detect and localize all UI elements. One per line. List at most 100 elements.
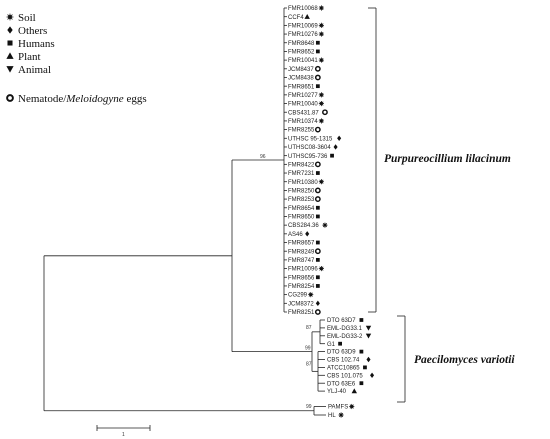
taxon-label: FMR8652 <box>288 50 315 56</box>
taxon-label: FMR10096 <box>288 267 318 273</box>
soil-marker-icon <box>318 100 324 107</box>
legend-label-suffix: eggs <box>124 93 147 105</box>
taxon-label: FMR10040 <box>288 102 318 108</box>
legend-label-text: Nematode/ <box>18 93 67 105</box>
others-marker-icon <box>366 356 371 363</box>
soil-marker-icon <box>318 118 324 124</box>
taxon-label: CBS284.36 <box>288 223 319 229</box>
humans-marker-icon <box>315 40 320 45</box>
soil-marker-icon <box>318 31 324 37</box>
taxon-label: FMR10277 <box>288 93 318 99</box>
taxon-label: UTHSC08-3604 <box>288 145 331 151</box>
humans-marker-icon <box>315 49 320 54</box>
legend-label-humans: Humans <box>18 38 55 50</box>
humans-marker-icon <box>315 171 320 175</box>
legend-label-text: Soil <box>18 12 36 24</box>
scale-bar-label: 1 <box>122 432 125 438</box>
humans-marker-icon <box>338 341 342 346</box>
taxon-label: FMR8657 <box>288 241 315 247</box>
plant-marker-icon <box>351 388 357 394</box>
taxon-label: FMR8650 <box>288 215 315 221</box>
taxon-label: FMR8254 <box>288 284 315 290</box>
humans-marker-icon <box>359 349 364 354</box>
nematode-marker-icon <box>314 126 321 133</box>
taxon-label: FMR10041 <box>288 58 318 64</box>
nematode-marker-icon <box>314 74 321 81</box>
tip-labels: FMR10068CCF4FMR10069FMR10276FMR8648FMR86… <box>260 5 375 419</box>
legend-label-text: Humans <box>18 38 55 50</box>
animal-marker-icon <box>365 333 372 339</box>
nematode-marker-icon <box>6 94 14 102</box>
humans-marker-icon <box>315 284 320 288</box>
others-marker-icon <box>370 372 375 378</box>
taxon-label: FMR8656 <box>288 275 315 281</box>
others-marker-icon <box>305 231 310 237</box>
taxon-label: FMR8422 <box>288 162 315 168</box>
soil-marker-icon <box>318 266 324 272</box>
bootstrap-label: 96 <box>260 154 266 160</box>
taxon-label: FMR7231 <box>288 171 315 177</box>
nematode-marker-icon <box>314 65 321 72</box>
taxon-label: UTHSC95-736 <box>288 154 328 160</box>
clade-name-paecilomyces: Paecilomyces variotii <box>414 354 515 366</box>
soil-marker-icon <box>6 13 14 21</box>
taxon-label: G1 <box>327 342 336 348</box>
taxon-label: FMR10374 <box>288 119 318 125</box>
bootstrap-label: 99 <box>305 346 311 352</box>
taxon-label: EML-DG33-2 <box>327 334 363 340</box>
soil-marker-icon <box>318 92 324 98</box>
nematode-marker-icon <box>314 161 321 168</box>
taxon-label: FMR8253 <box>288 197 315 203</box>
others-marker-icon <box>315 300 320 307</box>
taxon-label: CCF4 <box>288 15 304 21</box>
nematode-marker-icon <box>314 187 321 194</box>
humans-marker-icon <box>315 240 320 245</box>
taxon-label: FMR10068 <box>288 6 318 12</box>
taxon-label: FMR10380 <box>288 180 318 186</box>
taxon-label: CBS431.87 <box>288 110 319 116</box>
legend-label-text: Plant <box>18 51 41 63</box>
taxon-label: AS46 <box>288 232 303 238</box>
humans-marker-icon <box>315 257 320 262</box>
taxon-label: JCM8372 <box>288 301 314 307</box>
taxon-label: EML-DG33.1 <box>327 326 363 332</box>
humans-marker-icon <box>359 318 364 322</box>
taxon-label: FMR8249 <box>288 249 315 255</box>
taxon-label: FMR10069 <box>288 23 318 29</box>
taxon-label: CBS 102.74 <box>327 358 360 364</box>
humans-marker-icon <box>359 381 364 386</box>
humans-marker-icon <box>315 84 320 89</box>
others-marker-icon <box>337 135 342 141</box>
soil-marker-icon <box>318 57 324 63</box>
nematode-marker-icon <box>314 248 321 255</box>
taxon-label: DTO 63E6 <box>327 381 356 387</box>
taxon-label: FMR8255 <box>288 128 315 134</box>
legend-label-nematode: Nematode/Meloidogyne eggs <box>18 93 147 105</box>
legend-label-italic: Meloidogyne <box>65 93 124 105</box>
plant-marker-icon <box>6 52 14 59</box>
taxon-label: JCM8438 <box>288 76 314 82</box>
bootstrap-label: 99 <box>306 404 312 410</box>
plant-marker-icon <box>304 13 310 19</box>
soil-marker-icon <box>318 179 324 185</box>
soil-marker-icon <box>308 292 314 298</box>
legend-label-animal: Animal <box>18 64 51 76</box>
taxon-label: JCM8437 <box>288 67 314 73</box>
nematode-marker-icon <box>322 109 328 116</box>
legend-label-text: Others <box>18 25 47 37</box>
taxon-label: DTO 63D9 <box>327 350 356 356</box>
taxon-label: YLJ-40 <box>327 389 347 395</box>
legend-label-others: Others <box>18 25 47 37</box>
taxon-label: DTO 63D7 <box>327 318 356 324</box>
humans-marker-icon <box>315 275 320 280</box>
humans-marker-icon <box>330 153 334 158</box>
humans-marker-icon <box>363 365 367 370</box>
nematode-marker-icon <box>314 309 321 315</box>
bootstrap-label: 87 <box>306 325 312 331</box>
clade-name-purpureocillium: Purpureocillium lilacinum <box>384 153 511 165</box>
soil-marker-icon <box>318 5 324 11</box>
legend-label-text: Animal <box>18 64 51 76</box>
tree-branches <box>43 7 326 416</box>
